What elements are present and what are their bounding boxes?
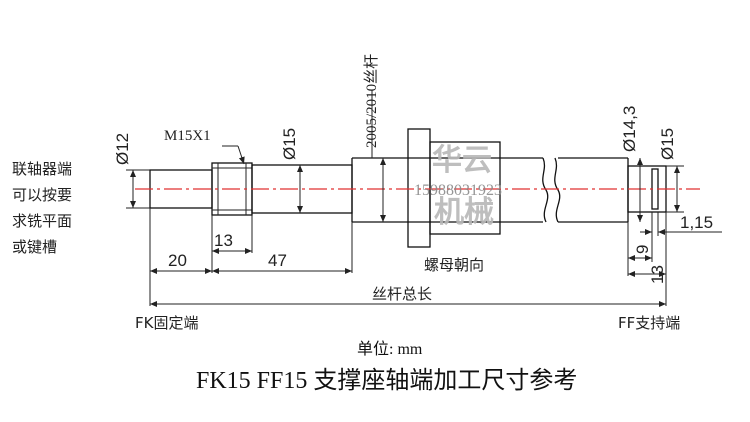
screw-total-length-note: 丝杆总长 <box>372 285 432 303</box>
nut-direction-note: 螺母朝向 <box>424 256 484 274</box>
dim-screw-model-label: 2005/2010丝杆 <box>363 54 380 148</box>
dim-47-label: 47 <box>268 251 287 270</box>
dim-d15-right-label: Ø15 <box>658 128 677 160</box>
dim-d14-3-label: Ø14,3 <box>620 106 639 152</box>
watermark: 华云 15988031923 机械 <box>414 143 502 230</box>
shaft-outline <box>149 128 667 248</box>
left-note-line-4: 或键槽 <box>12 238 57 256</box>
watermark-brand-bottom: 机械 <box>434 195 494 230</box>
extension-lines <box>149 90 667 306</box>
dim-d15-left-label: Ø15 <box>280 128 299 160</box>
left-note: 联轴器端 可以按要 求铣平面 或键槽 <box>12 160 72 256</box>
dim-9-label: 9 <box>633 245 652 254</box>
dimension-lines <box>126 145 722 307</box>
dim-13-right-label: 13 <box>648 265 667 284</box>
unit-label: 单位: mm <box>357 340 423 358</box>
drawing-title: FK15 FF15 支撑座轴端加工尺寸参考 <box>196 367 577 394</box>
dim-20-label: 20 <box>168 251 187 270</box>
left-note-line-2: 可以按要 <box>12 186 72 204</box>
watermark-phone: 15988031923 <box>414 182 502 199</box>
fk-end-label: FK固定端 <box>135 314 198 332</box>
nut-body <box>429 141 501 235</box>
dim-13-thread-label: 13 <box>214 231 233 250</box>
ff-end-label: FF支持端 <box>618 314 680 332</box>
dim-d12-label: Ø12 <box>113 133 132 165</box>
dim-m15-label: M15X1 <box>164 128 211 144</box>
watermark-brand-top: 华云 <box>432 143 492 178</box>
left-note-line-3: 求铣平面 <box>12 212 72 230</box>
dim-1-15-label: 1,15 <box>680 213 713 232</box>
left-note-line-1: 联轴器端 <box>12 160 72 178</box>
